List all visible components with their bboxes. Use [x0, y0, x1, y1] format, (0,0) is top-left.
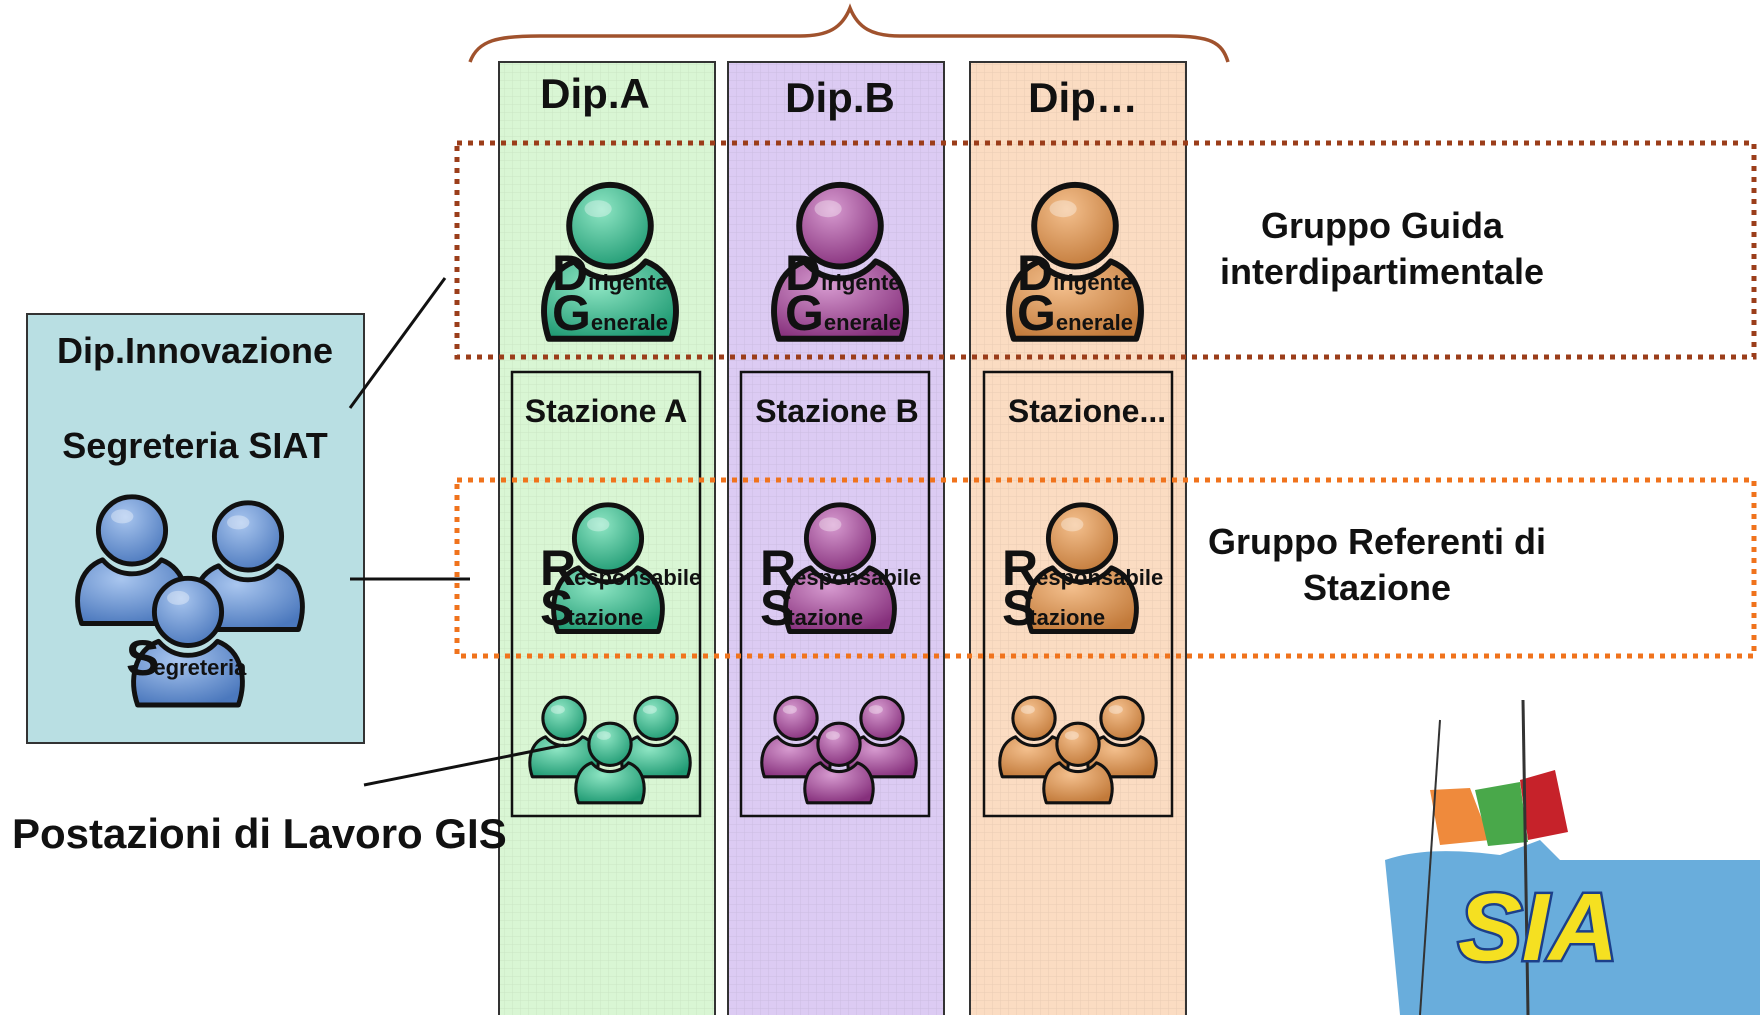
siat-logo-icon: SIA — [1360, 699, 1760, 1015]
director-label-other: Dirigente Generale — [1017, 245, 1133, 341]
top-brace — [468, 3, 1230, 63]
guida-group-box — [454, 140, 1757, 360]
svg-text:Generale: Generale — [552, 285, 668, 341]
svg-text:Dirigente: Dirigente — [785, 245, 901, 301]
guida-group-label-line2: interdipartimentale — [1220, 251, 1544, 292]
svg-text:Dirigente: Dirigente — [1017, 245, 1133, 301]
svg-text:Responsabile: Responsabile — [1002, 540, 1163, 596]
column-header-other: Dip… — [1028, 74, 1138, 121]
station-label-other: Stazione... — [1008, 393, 1166, 429]
svg-text:Stazione: Stazione — [1002, 580, 1105, 636]
svg-text:Stazione: Stazione — [760, 580, 863, 636]
svg-text:Dirigente: Dirigente — [552, 245, 668, 301]
svg-text:Generale: Generale — [785, 285, 901, 341]
svg-text:Responsabile: Responsabile — [760, 540, 921, 596]
connector-line-guida — [348, 277, 447, 409]
left-panel-title: Dip.Innovazione — [57, 330, 333, 371]
station-box-a — [510, 370, 702, 818]
director-label-a: Dirigente Generale — [552, 245, 668, 341]
responsible-label-other: Responsabile Stazione — [1002, 540, 1163, 636]
station-box-b — [739, 370, 931, 818]
responsible-label-a: Responsabile Stazione — [540, 540, 701, 636]
svg-text:Stazione: Stazione — [540, 580, 643, 636]
referenti-group-label-line2: Stazione — [1303, 567, 1451, 608]
siat-logo-text: SIA — [1458, 874, 1618, 981]
svg-text:Responsabile: Responsabile — [540, 540, 701, 596]
left-panel-subtitle: Segreteria SIAT — [62, 425, 327, 466]
referenti-group-label-line1: Gruppo Referenti di — [1208, 521, 1546, 562]
station-box-other — [982, 370, 1174, 818]
secretariat-label: Segreteria — [126, 630, 247, 686]
responsible-label-b: Responsabile Stazione — [760, 540, 921, 636]
guida-group-label-line1: Gruppo Guida — [1261, 205, 1504, 246]
connector-line-postazioni — [363, 743, 565, 787]
station-label-b: Stazione B — [755, 393, 919, 429]
column-header-b: Dip.B — [785, 74, 895, 121]
director-label-b: Dirigente Generale — [785, 245, 901, 341]
postazioni-label: Postazioni di Lavoro GIS — [12, 810, 507, 857]
svg-text:Generale: Generale — [1017, 285, 1133, 341]
station-label-a: Stazione A — [525, 393, 687, 429]
column-header-a: Dip.A — [540, 70, 650, 117]
